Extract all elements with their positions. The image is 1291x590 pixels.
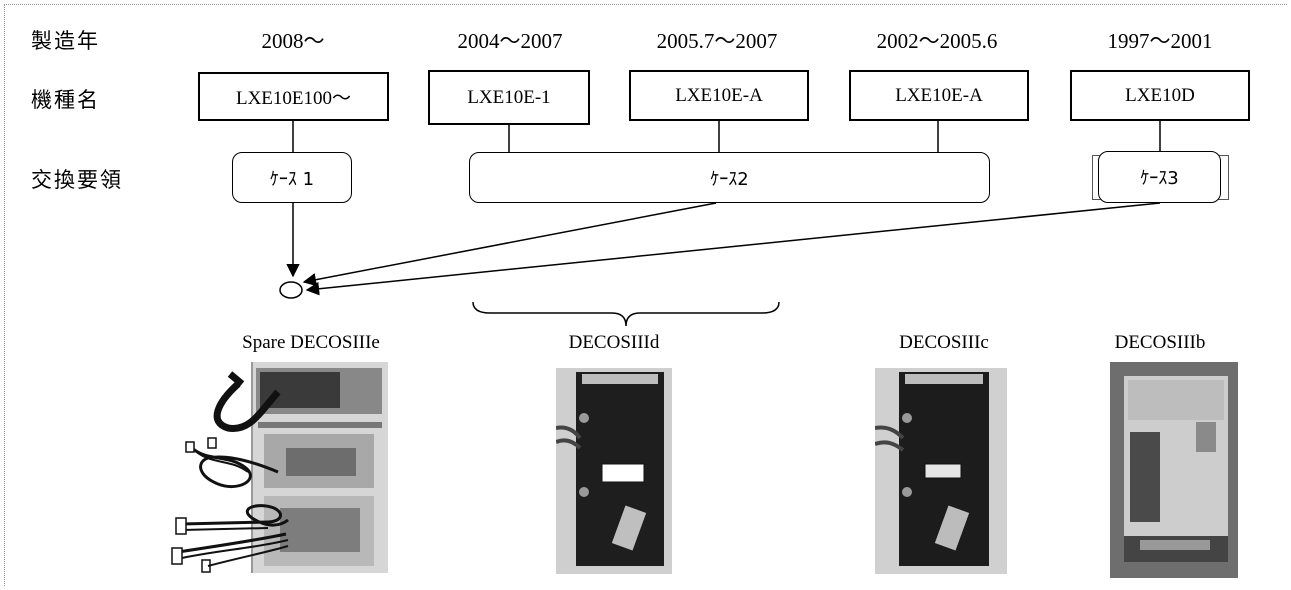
row-label-procedure: 交換要領: [31, 168, 123, 192]
case-box-1: ｹｰｽ 1: [232, 152, 352, 203]
diagram-frame: [4, 4, 1287, 586]
caption-decosiiic: DECOSIIIc: [899, 332, 989, 353]
year-2005-2007: 2005.7～2007: [656, 29, 778, 53]
model-box-lxe10e100: LXE10E100～: [198, 72, 389, 121]
curly-brace: [472, 301, 780, 327]
row-label-model: 機種名: [31, 88, 100, 112]
photo-decosiiid: [556, 368, 672, 574]
year-2008-on: 2008～: [261, 29, 325, 53]
caption-spare-decosiiie: Spare DECOSIIIe: [242, 332, 380, 353]
year-2002-2005: 2002～2005.6: [876, 29, 998, 53]
case-box-3: ｹｰｽ3: [1098, 151, 1221, 203]
photo-decosiiib: [1110, 362, 1238, 578]
merge-ellipse: [279, 281, 303, 299]
year-1997-2001: 1997～2001: [1107, 29, 1213, 53]
year-2004-2007: 2004～2007: [457, 29, 563, 53]
case-box-2: ｹｰｽ2: [469, 152, 990, 203]
caption-decosiiid: DECOSIIId: [568, 332, 660, 353]
arrow-case2: [302, 202, 717, 287]
model-box-lxe10e-a-1: LXE10E-A: [629, 70, 809, 121]
arrow-case3: [305, 202, 1161, 296]
photo-decosiiic: [875, 368, 1007, 574]
model-box-lxe10e-a-2: LXE10E-A: [849, 70, 1029, 121]
photo-spare-decosiiie: [171, 362, 388, 573]
row-label-year: 製造年: [31, 29, 100, 53]
caption-decosiiib: DECOSIIIb: [1114, 332, 1206, 353]
model-box-lxe10d: LXE10D: [1070, 70, 1250, 121]
model-box-lxe10e-1: LXE10E-1: [428, 70, 590, 125]
